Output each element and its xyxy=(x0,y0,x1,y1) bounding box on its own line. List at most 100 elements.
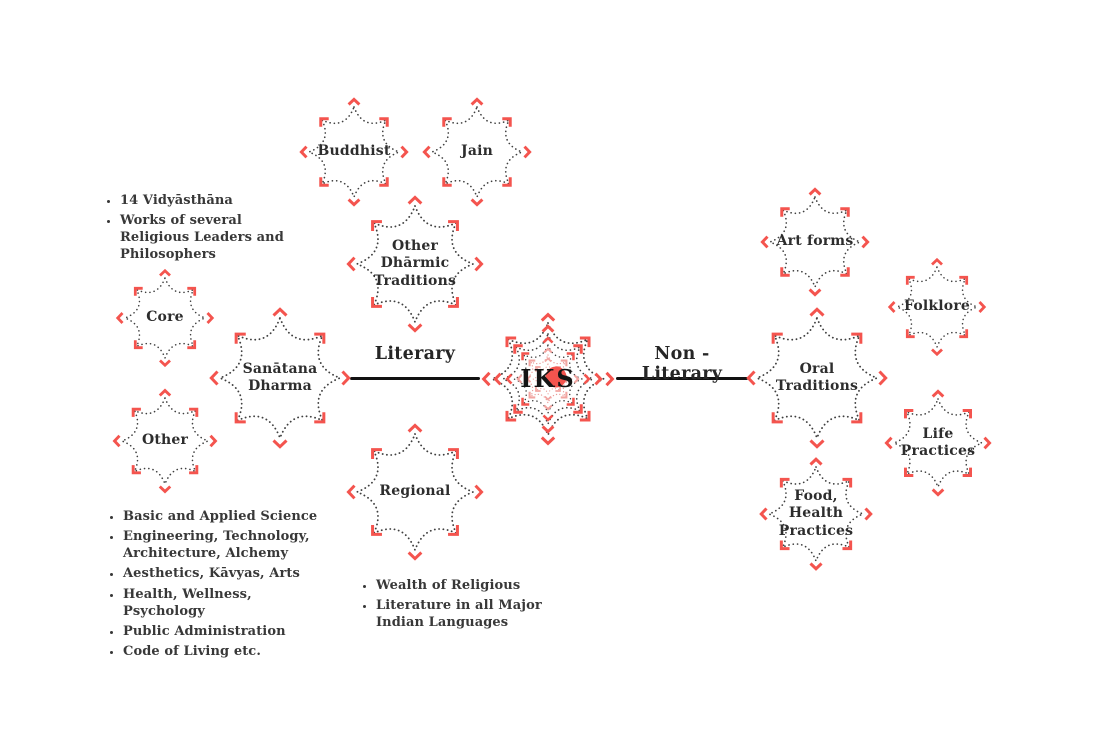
branch-label-non-literary: Non - Literary xyxy=(641,344,723,384)
chevron-icon xyxy=(407,551,423,561)
chevron-icon xyxy=(407,423,423,433)
chevron-icon xyxy=(746,370,756,386)
note-item: Works of several Religious Leaders and P… xyxy=(120,212,315,263)
corner-bracket-icon xyxy=(448,525,459,536)
chevron-icon xyxy=(159,268,171,277)
chevron-icon xyxy=(542,336,554,344)
node-jain: Jain xyxy=(416,91,538,213)
chevron-icon xyxy=(346,256,356,272)
corner-bracket-icon xyxy=(133,340,143,350)
star-outline xyxy=(531,362,565,396)
star-outline xyxy=(894,264,980,350)
star-frame xyxy=(112,388,218,494)
chevron-icon xyxy=(884,436,893,450)
chevron-icon xyxy=(583,373,591,385)
chevron-icon xyxy=(474,256,484,272)
corner-bracket-icon xyxy=(959,275,969,285)
corner-bracket-icon xyxy=(513,344,523,354)
chevron-icon xyxy=(209,434,218,448)
corner-bracket-icon xyxy=(448,297,459,308)
note-item: Basic and Applied Science xyxy=(123,508,338,525)
note-item: Literature in all Major Indian Languages xyxy=(376,597,588,631)
chevron-icon xyxy=(541,425,555,434)
node-regional: Regional xyxy=(341,418,489,566)
chevron-icon xyxy=(809,457,823,466)
corner-bracket-icon xyxy=(448,448,459,459)
corner-bracket-icon xyxy=(780,267,790,277)
chevron-icon xyxy=(523,145,532,159)
chevron-icon xyxy=(541,324,555,333)
chevron-icon xyxy=(760,235,769,249)
node-label: Food, Health Practices xyxy=(778,487,854,539)
chevron-icon xyxy=(407,323,423,333)
chevron-icon xyxy=(493,372,502,386)
star-frame xyxy=(346,195,484,333)
chevron-icon xyxy=(540,312,556,322)
chevron-icon xyxy=(400,145,409,159)
chevron-icon xyxy=(272,307,288,317)
corner-bracket-icon xyxy=(187,340,197,350)
corner-bracket-icon xyxy=(505,410,517,422)
star-frame xyxy=(760,187,870,297)
corner-bracket-icon xyxy=(840,207,850,217)
corner-bracket-icon xyxy=(528,359,536,367)
node-label: Folklore xyxy=(903,298,971,315)
corner-bracket-icon xyxy=(371,297,382,308)
chevron-icon xyxy=(505,373,513,385)
corner-bracket-icon xyxy=(502,117,512,127)
corner-bracket-icon xyxy=(842,477,853,488)
node-art-forms: Art forms xyxy=(754,181,876,303)
corner-bracket-icon xyxy=(379,177,389,187)
corner-bracket-icon xyxy=(771,412,783,424)
star-frame xyxy=(115,268,215,368)
chevron-icon xyxy=(470,198,484,207)
corner-bracket-icon xyxy=(579,336,591,348)
corner-bracket-icon xyxy=(560,359,568,367)
star-frame xyxy=(299,97,409,207)
node-label: Life Practices xyxy=(900,425,976,460)
corner-bracket-icon xyxy=(962,467,973,478)
corner-bracket-icon xyxy=(314,332,326,344)
corner-bracket-icon xyxy=(442,177,452,187)
chevron-icon xyxy=(861,235,870,249)
star-frame xyxy=(209,307,351,449)
node-label: Other xyxy=(141,432,189,449)
corner-bracket-icon xyxy=(234,412,246,424)
star-outline xyxy=(500,331,596,427)
chevron-icon xyxy=(808,187,822,196)
chevron-icon xyxy=(470,97,484,106)
node-label: Other Dhārmic Traditions xyxy=(373,237,457,289)
star-frame xyxy=(346,423,484,561)
note-item: Engineering, Technology, Architecture, A… xyxy=(123,528,338,562)
corner-bracket-icon xyxy=(133,286,143,296)
node-folklore: Folklore xyxy=(881,251,993,363)
center-title: IKS xyxy=(520,364,576,393)
corner-bracket-icon xyxy=(535,366,541,372)
star-outline xyxy=(766,464,866,564)
chevron-icon xyxy=(540,436,556,446)
chevron-icon xyxy=(159,359,171,368)
corner-bracket-icon xyxy=(319,117,329,127)
center-dot xyxy=(545,366,567,388)
corner-bracket-icon xyxy=(187,286,197,296)
corner-bracket-icon xyxy=(189,407,199,417)
corner-bracket-icon xyxy=(903,408,914,419)
chevron-icon xyxy=(759,507,768,521)
corner-bracket-icon xyxy=(521,397,530,406)
corner-bracket-icon xyxy=(962,408,973,419)
node-label: Buddhist xyxy=(317,143,391,160)
star-outline xyxy=(489,320,607,438)
star-frame xyxy=(759,457,873,571)
corner-bracket-icon xyxy=(131,465,141,475)
chevron-icon xyxy=(347,97,361,106)
corner-bracket-icon xyxy=(371,448,382,459)
star-outline xyxy=(354,431,476,553)
note-item: Aesthetics, Kāvyas, Arts xyxy=(123,565,338,582)
star-outline xyxy=(767,194,863,290)
note-item: 14 Vidyāsthāna xyxy=(120,192,315,209)
chevron-icon xyxy=(864,507,873,521)
chevron-icon xyxy=(983,436,992,450)
corner-bracket-icon xyxy=(779,477,790,488)
corner-bracket-icon xyxy=(840,267,850,277)
corner-bracket-icon xyxy=(905,275,915,285)
